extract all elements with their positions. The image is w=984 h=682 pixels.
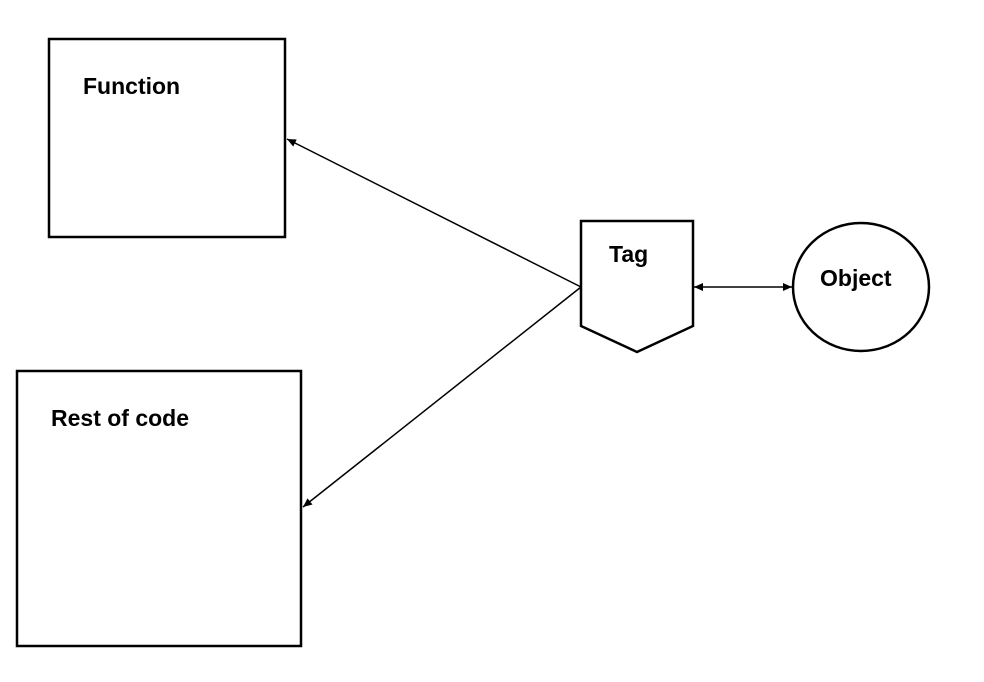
- rest-of-code-label: Rest of code: [51, 405, 189, 431]
- rest-of-code-node[interactable]: Rest of code: [15, 369, 303, 648]
- function-node[interactable]: Function: [47, 37, 287, 239]
- object-label: Object: [820, 265, 892, 291]
- object-node[interactable]: Object: [791, 221, 931, 353]
- arrow-tag-to-function: [286, 138, 582, 288]
- function-label: Function: [83, 73, 180, 99]
- arrow-tag-to-rest-of-code: [302, 286, 582, 508]
- tag-label: Tag: [609, 241, 648, 267]
- tag-node[interactable]: Tag: [579, 219, 695, 354]
